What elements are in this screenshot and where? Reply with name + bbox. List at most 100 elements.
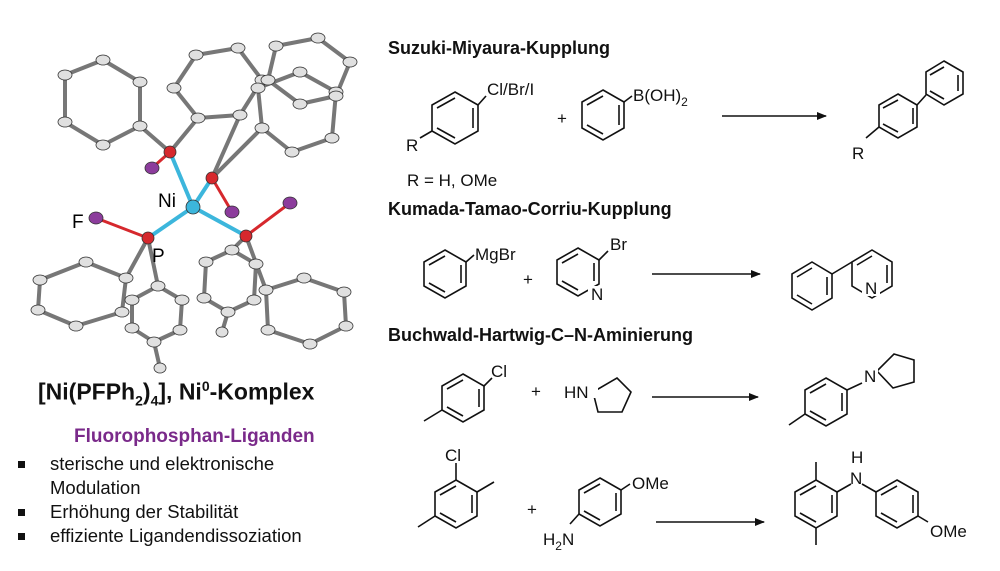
crystal-structure: Ni F P	[30, 32, 358, 374]
bond	[236, 46, 264, 82]
phosphorus-atom	[239, 229, 253, 243]
bond	[172, 53, 198, 90]
carbon-atom	[246, 294, 262, 306]
buchwald-2-product-ome: OMe	[930, 522, 967, 541]
carbon-atom	[32, 274, 48, 286]
carbon-atom	[268, 40, 284, 52]
kumada-grignard: MgBr	[475, 245, 516, 264]
suzuki-r: R	[406, 136, 418, 155]
bond	[94, 216, 150, 240]
phosphorus-atom	[205, 171, 219, 185]
buchwald-1-reactant-2: HN	[564, 376, 632, 413]
feature-item: sterische und elektronische Modulation	[18, 452, 358, 500]
carbon-atom	[302, 338, 318, 350]
bond	[210, 126, 264, 180]
bond	[38, 260, 88, 282]
kumada-bromo: Br	[610, 235, 627, 254]
kumada-product-n: N	[865, 279, 877, 298]
carbon-atom	[190, 112, 206, 124]
fluorine-atom	[224, 205, 240, 219]
suzuki-plus: +	[557, 109, 567, 128]
carbon-atom	[342, 56, 358, 68]
carbon-atom	[68, 320, 84, 332]
carbon-atom	[153, 362, 167, 374]
buchwald-1-plus: +	[531, 382, 541, 401]
carbon-atom	[124, 322, 140, 334]
complex-title: [Ni(PFPh2)4], Ni0-Komplex	[38, 378, 315, 409]
heading-buchwald: Buchwald-Hartwig-C–N-Aminierung	[388, 325, 694, 345]
carbon-atom	[198, 256, 214, 268]
label-ni: Ni	[158, 191, 176, 212]
bond	[124, 236, 150, 280]
bond	[264, 288, 270, 332]
feature-item: Erhöhung der Stabilität	[18, 500, 358, 524]
fluorine-atom	[282, 196, 298, 210]
phosphorus-atom	[163, 145, 177, 159]
carbon-atom	[150, 280, 166, 292]
buchwald-2-reactant-1: Cl	[417, 446, 495, 529]
bond	[266, 328, 312, 346]
carbon-atom	[188, 49, 204, 61]
phosphorus-atom	[141, 231, 155, 245]
nickel-atom	[185, 199, 201, 215]
carbon-atom	[296, 272, 312, 284]
feature-list: sterische und elektronische Modulation E…	[18, 452, 358, 548]
ligand-subtitle: Fluorophosphan-Liganden	[74, 426, 315, 447]
carbon-atom	[132, 76, 148, 88]
kumada-plus: +	[523, 270, 533, 289]
bond	[146, 205, 195, 240]
bond	[210, 113, 242, 180]
carbon-atom	[260, 74, 276, 86]
bond	[266, 78, 302, 106]
carbon-atom	[258, 284, 274, 296]
kumada-reactant-2: Br N	[556, 235, 627, 304]
fluorine-atom	[144, 161, 160, 175]
carbon-atom	[292, 66, 308, 78]
buchwald-2-methoxy: OMe	[632, 474, 669, 493]
bond	[138, 124, 172, 154]
carbon-atom	[172, 324, 188, 336]
carbon-atom	[310, 32, 326, 44]
buchwald-2-product: H N OMe	[794, 448, 967, 545]
bond	[168, 150, 195, 209]
suzuki-boronic: B(OH)2	[633, 86, 688, 109]
carbon-atom	[132, 120, 148, 132]
buchwald-2-amine: H2N	[543, 530, 574, 553]
carbon-atom	[230, 42, 246, 54]
kumada-product: N	[791, 249, 893, 311]
carbon-atom	[57, 69, 73, 81]
carbon-atom	[292, 98, 308, 110]
carbon-atom	[124, 294, 140, 306]
feature-item: effiziente Ligandendissoziation	[18, 524, 358, 548]
bond	[256, 86, 264, 130]
bond	[342, 290, 348, 328]
bond	[101, 124, 142, 147]
heading-suzuki: Suzuki-Miyaura-Kupplung	[388, 38, 610, 58]
buchwald-1-pyrrolidine-nh: HN	[564, 383, 589, 402]
bond	[266, 44, 278, 82]
bond	[63, 120, 105, 147]
carbon-atom	[166, 82, 182, 94]
carbon-atom	[196, 292, 212, 304]
carbon-atom	[328, 90, 344, 102]
carbon-atom	[30, 304, 46, 316]
suzuki-reactant-2: B(OH)2	[581, 86, 688, 141]
suzuki-r-note: R = H, OMe	[407, 171, 497, 190]
carbon-atom	[250, 82, 266, 94]
carbon-atom	[174, 294, 190, 306]
carbon-atom	[95, 54, 111, 66]
bond	[298, 70, 338, 94]
buchwald-2-product-n: N	[850, 469, 862, 488]
carbon-atom	[95, 139, 111, 151]
bond	[202, 260, 208, 300]
carbon-atom	[338, 320, 354, 332]
carbon-atom	[260, 324, 276, 336]
bond	[316, 36, 352, 64]
bond	[168, 116, 200, 154]
buchwald-2-chloro: Cl	[445, 446, 461, 465]
heading-kumada: Kumada-Tamao-Corriu-Kupplung	[388, 199, 672, 219]
carbon-atom	[248, 258, 264, 270]
carbon-atom	[114, 306, 130, 318]
